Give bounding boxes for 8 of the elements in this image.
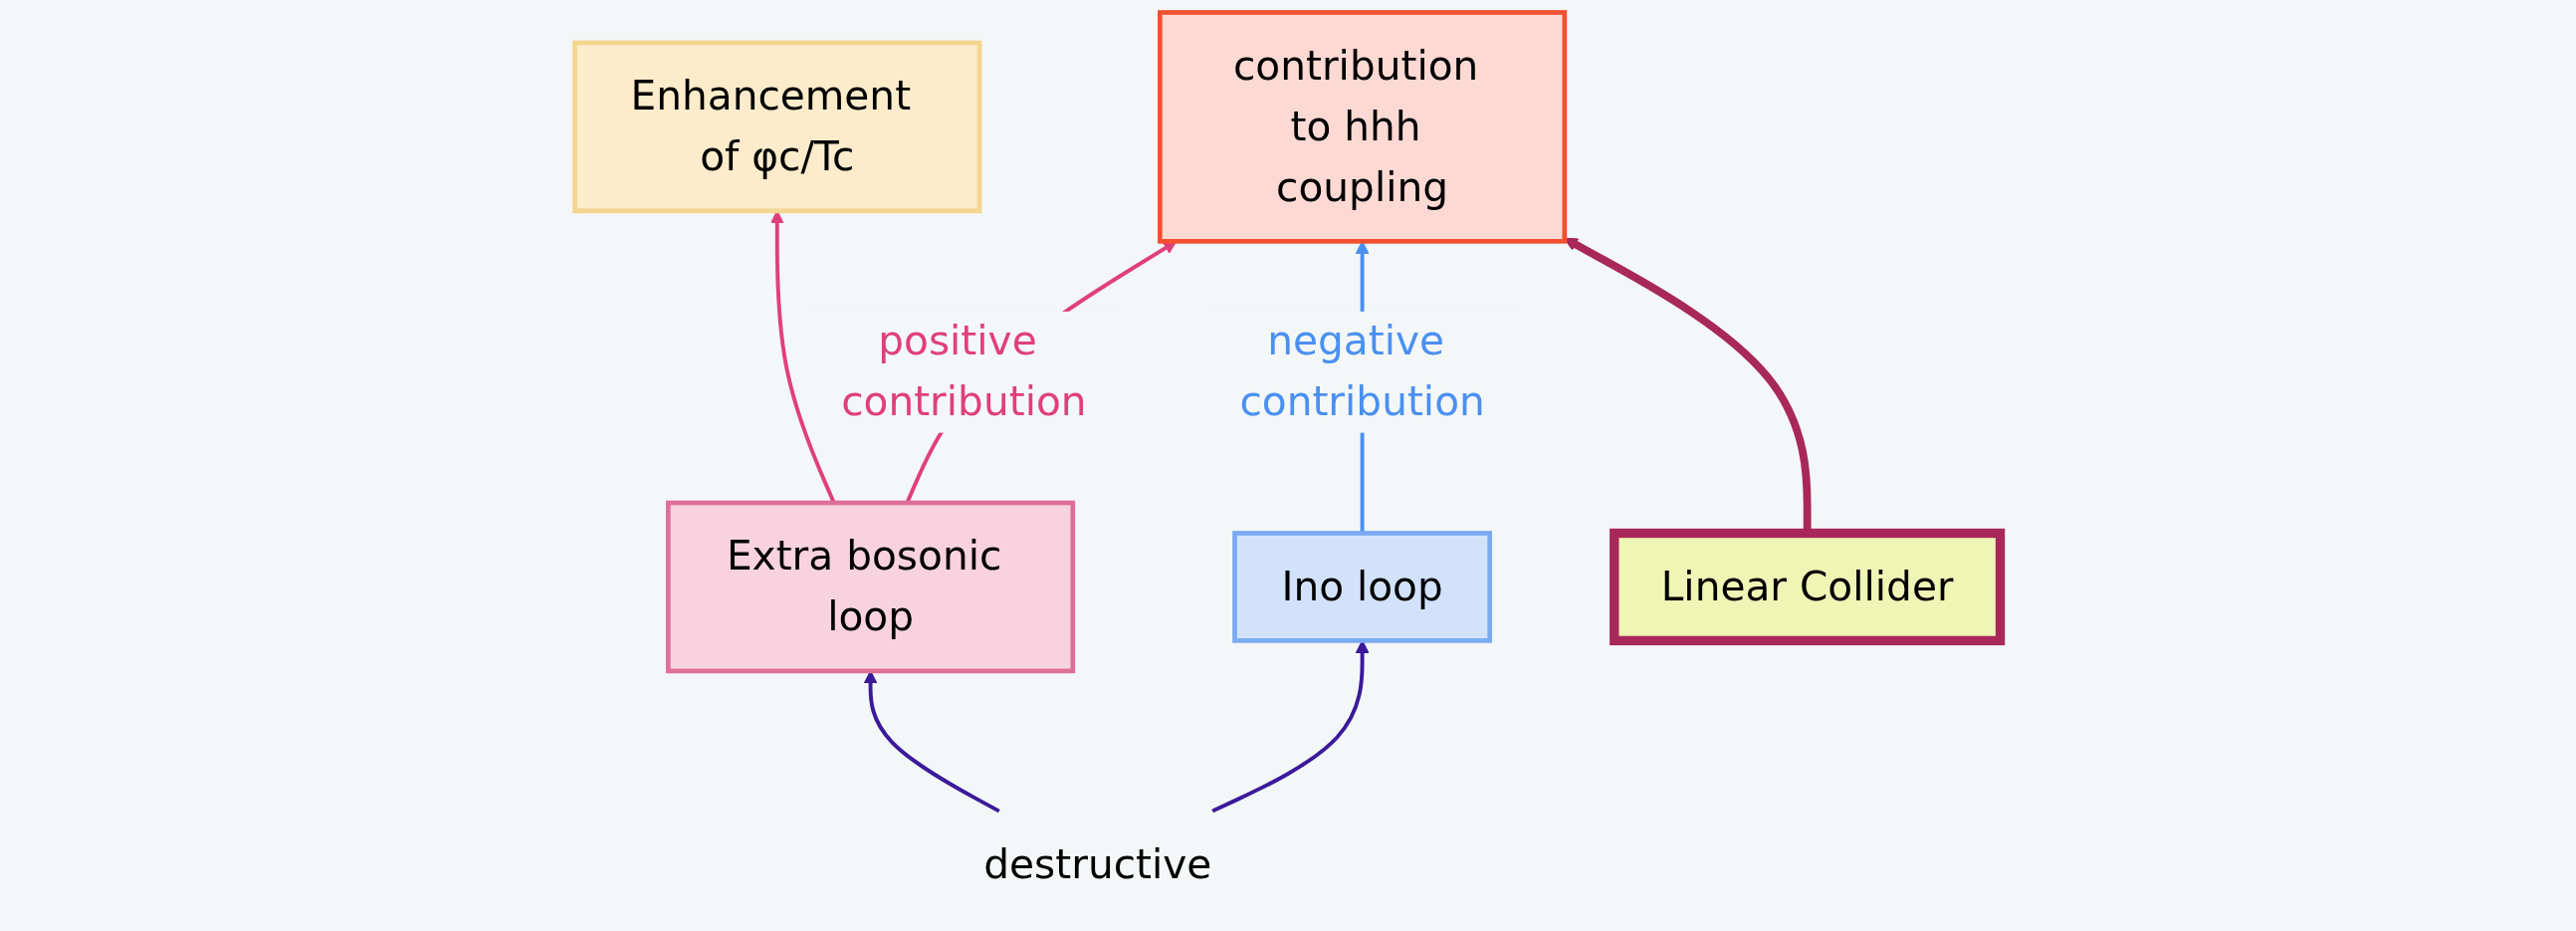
node-box: Linear Collider <box>1610 528 2006 646</box>
node-text: destructive <box>983 840 1212 888</box>
node-box: Ino loop <box>1232 531 1493 643</box>
node-box: Extra bosonic loop <box>666 500 1076 674</box>
node-box: Enhancement of φc/Tc <box>572 40 982 214</box>
node-box: contribution to hhh coupling <box>1158 10 1568 244</box>
edge-label: negative contribution <box>1239 317 1486 425</box>
edge-label: positive contribution <box>841 317 1088 425</box>
